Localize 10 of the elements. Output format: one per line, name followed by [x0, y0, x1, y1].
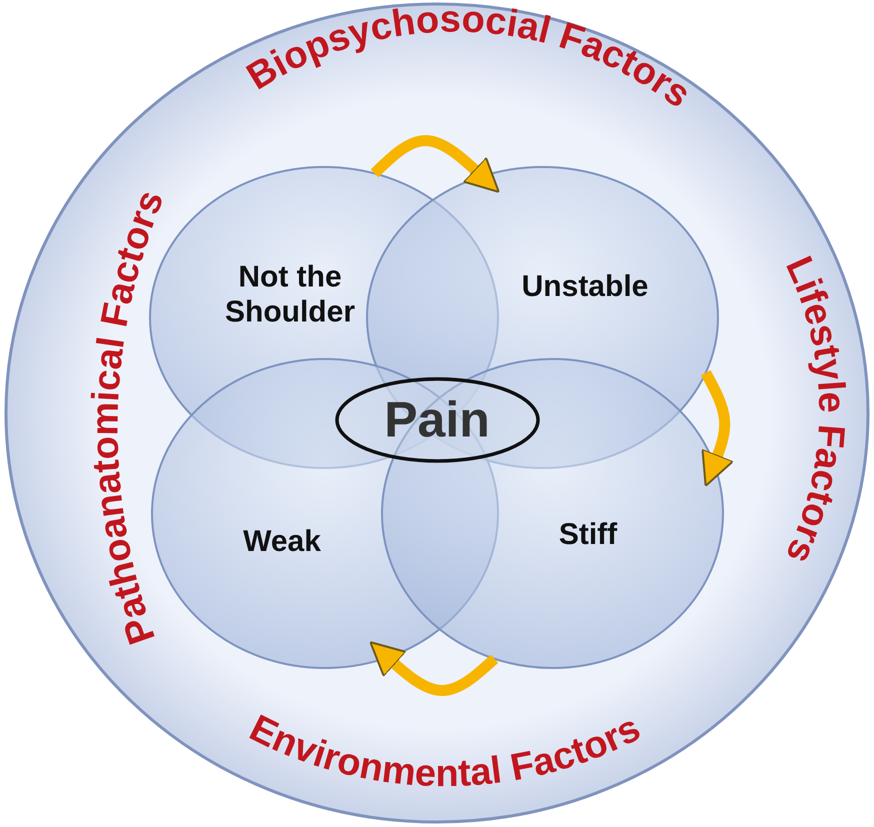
circle-label: Weak [242, 524, 322, 560]
center-label: Pain [383, 391, 491, 449]
curved-arrow [700, 370, 734, 487]
circle-label: Stiff [558, 518, 618, 552]
circle-label: Unstable [520, 270, 650, 304]
curved-arrow [369, 641, 498, 696]
venn-circle [380, 357, 725, 670]
outer-circle [4, 2, 870, 824]
curved-arrow [370, 135, 500, 193]
circle-label: Not the Shoulder [224, 260, 356, 330]
